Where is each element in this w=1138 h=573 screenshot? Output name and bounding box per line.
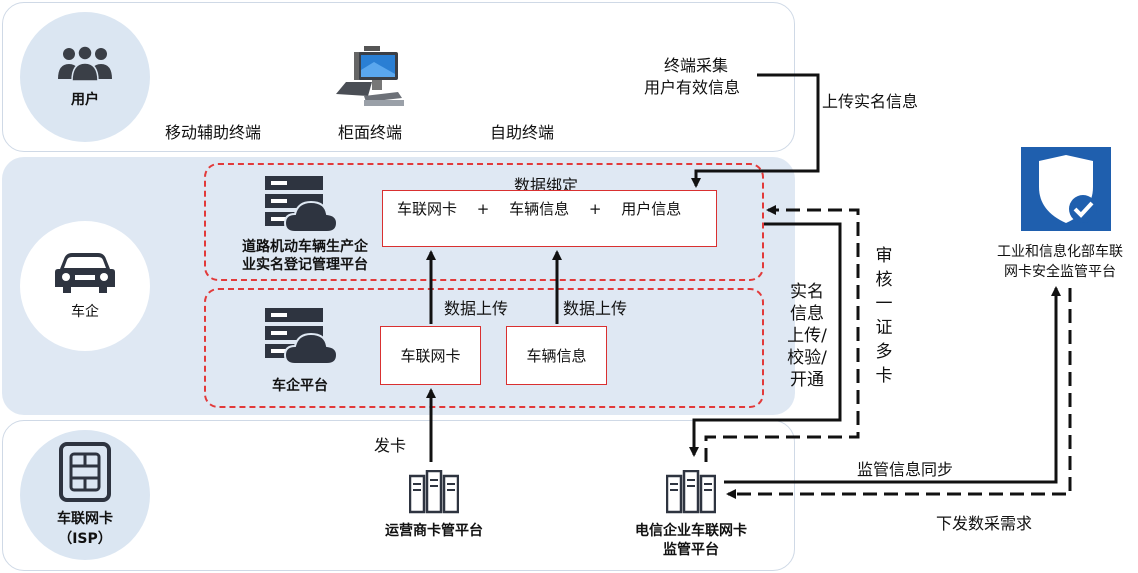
server-cloud-icon-bottom — [265, 308, 337, 365]
corp-platform-region — [204, 288, 764, 408]
telecom-server-icon — [666, 470, 716, 514]
audit-label: 审核一证多卡 — [875, 246, 893, 386]
terminal-mobile: 移动辅助终端 — [165, 123, 262, 142]
sim-chip-icon — [59, 442, 111, 502]
collect-line2: 用户有效信息 — [643, 78, 740, 97]
realname-verify-label: 实名信息上传/校验/开通 — [787, 282, 827, 390]
vehicle-box-label: 车辆信息 — [526, 347, 587, 365]
user-label: 用户 — [71, 92, 99, 108]
vehicle-box: 车辆信息 — [506, 326, 607, 385]
telecom-line2: 监管平台 — [663, 542, 719, 558]
corp-circle: 车企 — [20, 221, 150, 351]
operator-platform-label: 运营商卡管平台 — [385, 523, 483, 539]
arrow-realname-verify — [689, 222, 842, 457]
miit-line1: 工业和信息化部车联 — [997, 244, 1123, 260]
platform-top-line2: 业实名登记管理平台 — [242, 257, 368, 273]
arrow-audit — [704, 205, 860, 462]
operator-server-icon — [409, 470, 459, 514]
upload-left-label: 数据上传 — [444, 299, 509, 318]
isp-label-line2: （ISP） — [58, 531, 112, 547]
shield-check-icon — [1039, 155, 1097, 223]
counter-terminal-icon — [336, 46, 404, 106]
isp-label-line1: 车联网卡 — [57, 511, 113, 527]
users-icon — [58, 45, 112, 82]
binding-box: 车联网卡 + 车辆信息 + 用户信息 — [382, 190, 717, 247]
user-circle: 用户 — [20, 12, 150, 142]
miit-shield-tile — [1021, 147, 1111, 231]
arrow-sync — [724, 286, 1061, 484]
isp-circle: 车联网卡 （ISP） — [20, 430, 150, 560]
upload-right-label: 数据上传 — [563, 299, 628, 318]
arrow-upload-realname — [691, 73, 820, 188]
platform-top-line1: 道路机动车辆生产企 — [242, 239, 368, 255]
binding-region — [204, 163, 764, 281]
server-cloud-icon — [265, 176, 337, 233]
collect-line1: 终端采集 — [663, 56, 728, 75]
binding-text: 车联网卡 + 车辆信息 + 用户信息 — [397, 200, 682, 218]
platform-bottom-label: 车企平台 — [272, 378, 328, 394]
card-box-label: 车联网卡 — [400, 347, 461, 365]
sync-label: 监管信息同步 — [857, 460, 954, 479]
issue-card-label: 发卡 — [374, 436, 407, 455]
terminal-counter: 柜面终端 — [338, 123, 403, 142]
collect-req-label: 下发数采需求 — [936, 514, 1033, 533]
telecom-line1: 电信企业车联网卡 — [635, 523, 747, 539]
car-icon — [55, 253, 115, 293]
arrow-collect-req — [726, 288, 1072, 499]
terminal-self-service: 自助终端 — [490, 123, 555, 142]
miit-line2: 网卡安全监管平台 — [1004, 264, 1116, 280]
upload-realname-label: 上传实名信息 — [822, 92, 919, 111]
corp-label: 车企 — [71, 304, 99, 320]
card-box: 车联网卡 — [380, 326, 481, 385]
